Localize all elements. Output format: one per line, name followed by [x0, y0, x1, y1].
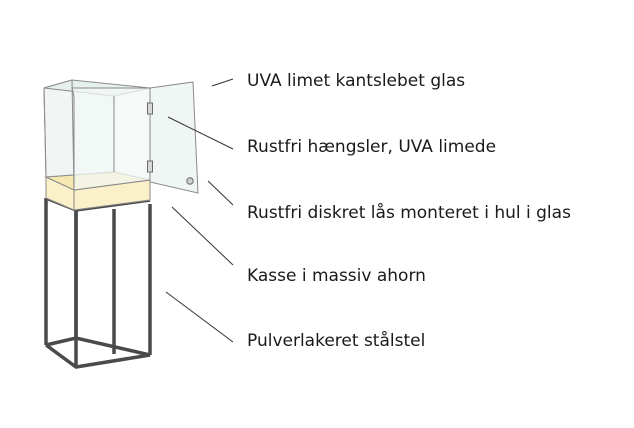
- leader-lines: [165, 78, 234, 343]
- steel-stand: [44, 193, 152, 369]
- glass-door: [149, 81, 199, 194]
- label-lock: Rustfri diskret lås monteret i hul i gla…: [247, 203, 571, 223]
- hinge-upper-icon: [147, 102, 153, 115]
- leader-line-hinges: [167, 116, 234, 150]
- hinge-lower-icon: [147, 160, 153, 173]
- leader-line-stand: [165, 291, 234, 343]
- label-glass: UVA limet kantslebet glas: [247, 71, 466, 91]
- leader-line-lock: [207, 180, 234, 206]
- label-steel-stand: Pulverlakeret stålstel: [247, 331, 426, 351]
- label-maple-box: Kasse i massiv ahorn: [247, 266, 426, 286]
- lock-icon: [186, 177, 194, 185]
- glass-panel-front: [71, 87, 151, 191]
- hinges: [147, 102, 153, 173]
- steel-bottom-rail-front: [44, 343, 151, 369]
- leader-line-glass: [211, 78, 234, 87]
- glass-edge-left: [43, 87, 47, 178]
- glass-edge-front-left: [71, 79, 75, 191]
- leader-line-box: [171, 206, 234, 266]
- glass-cabinet: [43, 79, 199, 194]
- steel-bottom-rail-back: [45, 336, 151, 357]
- label-hinges: Rustfri hængsler, UVA limede: [247, 137, 497, 157]
